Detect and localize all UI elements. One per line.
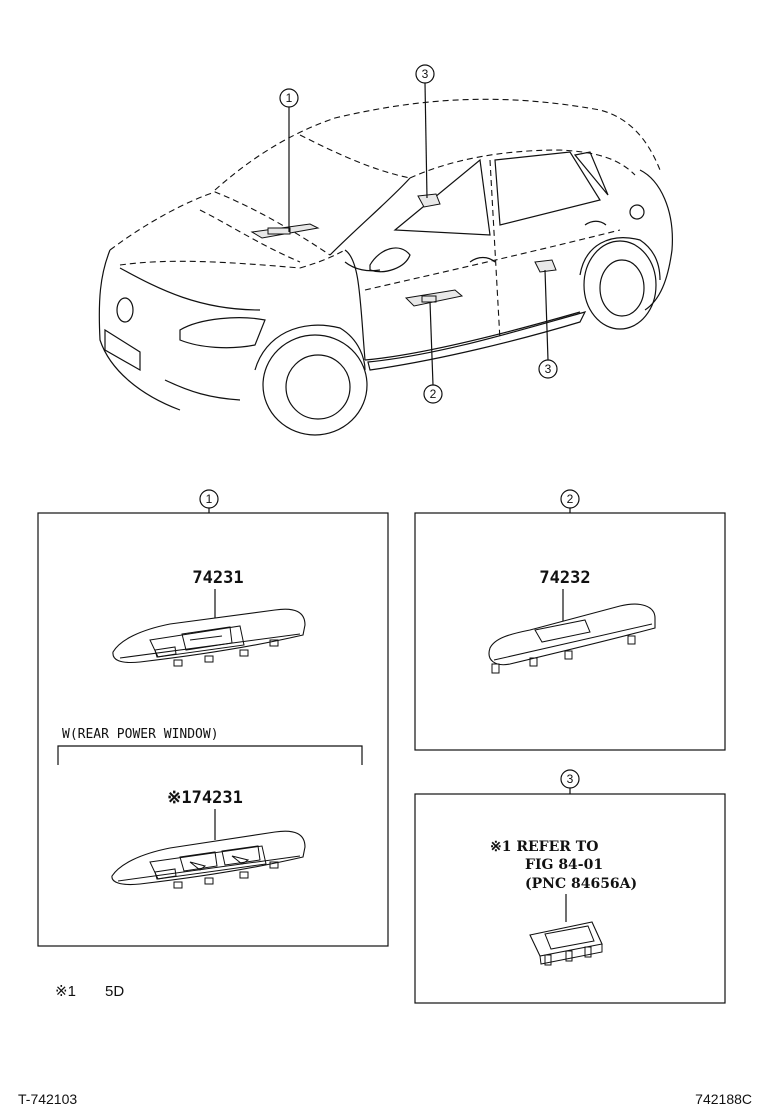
part-number-74231-option: ※174231	[167, 788, 243, 808]
part-number-74232: 74232	[539, 568, 590, 588]
panel-2-callout: 2	[567, 492, 574, 506]
master-switch-rear-illustration	[111, 830, 306, 889]
footer-right-code: 742188C	[695, 1091, 752, 1107]
panel-1-callout: 1	[206, 492, 213, 506]
panel-2-frame	[414, 512, 726, 751]
panel-1-frame	[37, 512, 389, 947]
panel-2: 2 74232	[414, 489, 726, 751]
callout-number: 3	[422, 67, 429, 81]
rear-switch-illustration	[529, 921, 603, 966]
option-bracket	[57, 745, 363, 765]
master-switch-illustration	[112, 608, 306, 667]
refer-note-line2: FIG 84-01	[525, 857, 603, 873]
callout-2-car: 2	[423, 301, 443, 404]
part-number-74231: 74231	[192, 568, 243, 588]
callout-3-car-rear: 3	[538, 269, 558, 379]
option-label-rear-power-window: W(REAR POWER WINDOW)	[62, 727, 219, 742]
legend-mark: ※1	[55, 983, 76, 1000]
footer-left-code: T-742103	[18, 1091, 77, 1107]
callout-number: 1	[286, 91, 293, 105]
car-illustration	[98, 98, 673, 436]
panel-1: 1 74231 W(REAR POWER WINDOW) ※174231	[37, 489, 389, 947]
refer-note-line3: (PNC 84656A)	[525, 876, 637, 892]
callout-3-car-front: 3	[415, 64, 435, 199]
refer-note-line1: ※1 REFER TO	[490, 839, 598, 855]
passenger-switch-illustration	[488, 603, 656, 674]
panel-3-frame	[414, 793, 726, 1004]
callout-number: 2	[430, 387, 437, 401]
legend-value: 5D	[105, 983, 124, 1000]
callout-1-car: 1	[279, 88, 299, 232]
callout-number: 3	[545, 362, 552, 376]
panel-3-callout: 3	[567, 772, 574, 786]
panel-3: 3 ※1 REFER TO FIG 84-01 (PNC 84656A)	[414, 769, 726, 1004]
